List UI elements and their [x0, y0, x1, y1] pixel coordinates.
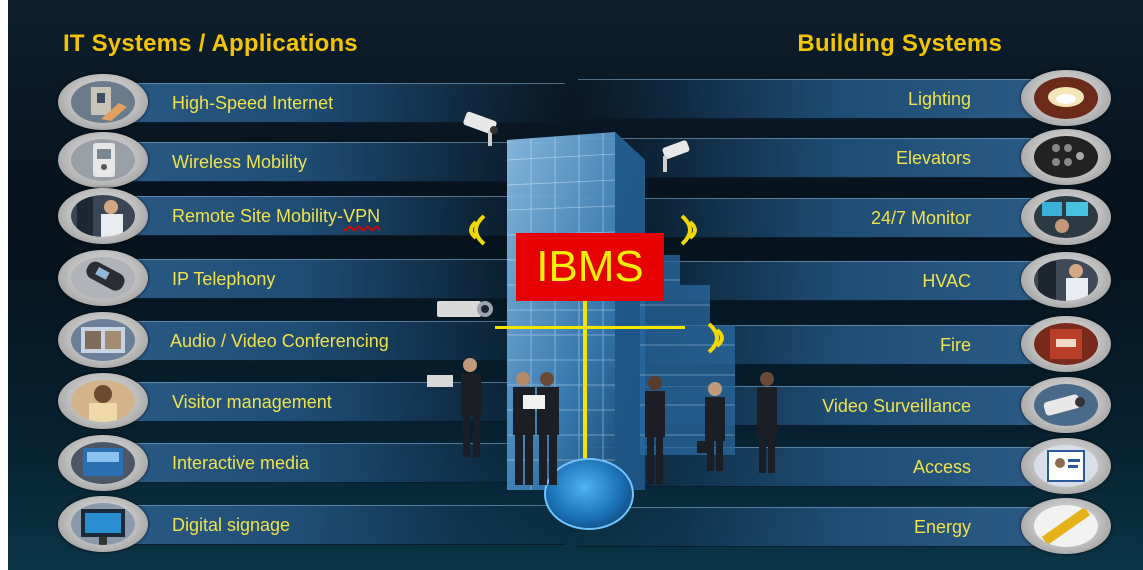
heading-building-systems: Building Systems — [797, 30, 1002, 57]
elevator-buttons-icon — [1021, 129, 1111, 185]
fire-alarm-icon — [1021, 316, 1111, 372]
it-row-visitor-management: Visitor management — [95, 382, 565, 422]
bs-label-access: Access — [912, 457, 971, 477]
it-row-remote-site-vpn: Remote Site Mobility-VPN — [95, 196, 565, 236]
it-label-high-speed-internet: High-Speed Internet — [172, 93, 334, 113]
it-row-high-speed-internet: High-Speed Internet — [95, 83, 565, 123]
bs-row-lighting: Lighting — [578, 79, 1048, 119]
network-globe-icon — [544, 458, 634, 530]
it-label-av-conferencing: Audio / Video Conferencing — [170, 331, 389, 351]
hand-keypad-icon — [58, 74, 148, 130]
ceiling-light-icon — [1021, 70, 1111, 126]
visitor-badge-icon — [58, 373, 148, 429]
bs-label-lighting: Lighting — [907, 89, 971, 109]
id-badge-icon — [1021, 438, 1111, 494]
conference-screen-icon — [58, 312, 148, 368]
monitor-station-icon — [1021, 189, 1111, 245]
bs-label-energy: Energy — [913, 517, 971, 537]
it-label-ip-telephony: IP Telephony — [172, 269, 276, 289]
bs-label-hvac: HVAC — [922, 271, 971, 291]
wireless-signal-right-icon — [680, 214, 697, 246]
it-row-interactive-media: Interactive media — [95, 443, 565, 483]
spellcheck-vpn: VPN — [343, 206, 381, 226]
security-camera-icon — [1021, 377, 1111, 433]
bs-row-monitor: 24/7 Monitor — [578, 198, 1048, 238]
bs-label-video-surveillance: Video Surveillance — [822, 396, 971, 416]
security-camera-left-icon — [463, 111, 498, 146]
bs-label-elevators: Elevators — [895, 148, 971, 168]
it-label-visitor-management: Visitor management — [172, 392, 332, 412]
it-row-wireless-mobility: Wireless Mobility — [95, 142, 565, 182]
ip-camera-icon — [437, 301, 493, 317]
it-row-digital-signage: Digital signage — [95, 505, 565, 545]
horizontal-connector-line — [495, 326, 685, 329]
technician-hvac-icon — [1021, 252, 1111, 308]
it-label-wireless-mobility: Wireless Mobility — [172, 152, 308, 172]
it-label-digital-signage: Digital signage — [172, 515, 291, 535]
wireless-signal-lower-icon — [707, 322, 724, 354]
heading-it-systems: IT Systems / Applications — [63, 30, 358, 57]
vertical-connector-line — [583, 300, 587, 460]
phone-handset-icon — [58, 250, 148, 306]
technician-rack-icon — [58, 188, 148, 244]
bs-label-fire: Fire — [940, 335, 971, 355]
it-row-ip-telephony: IP Telephony — [95, 259, 565, 299]
ibms-center-label: IBMS — [516, 233, 664, 301]
bs-row-energy: Energy — [578, 507, 1048, 547]
signage-display-icon — [58, 496, 148, 552]
it-label-remote-site-vpn: Remote Site Mobility-VPN — [172, 206, 381, 226]
wireless-signal-left-icon — [469, 214, 486, 246]
energy-bar-icon — [1021, 498, 1111, 554]
kiosk-screen-icon — [58, 435, 148, 491]
bs-row-elevators: Elevators — [578, 138, 1048, 178]
security-camera-right-icon — [662, 140, 690, 172]
business-people-group — [427, 358, 777, 485]
wireless-device-icon — [58, 132, 148, 188]
it-label-interactive-media: Interactive media — [172, 453, 310, 473]
it-row-av-conferencing: Audio / Video Conferencing — [95, 321, 565, 361]
bs-label-monitor: 24/7 Monitor — [870, 208, 971, 228]
